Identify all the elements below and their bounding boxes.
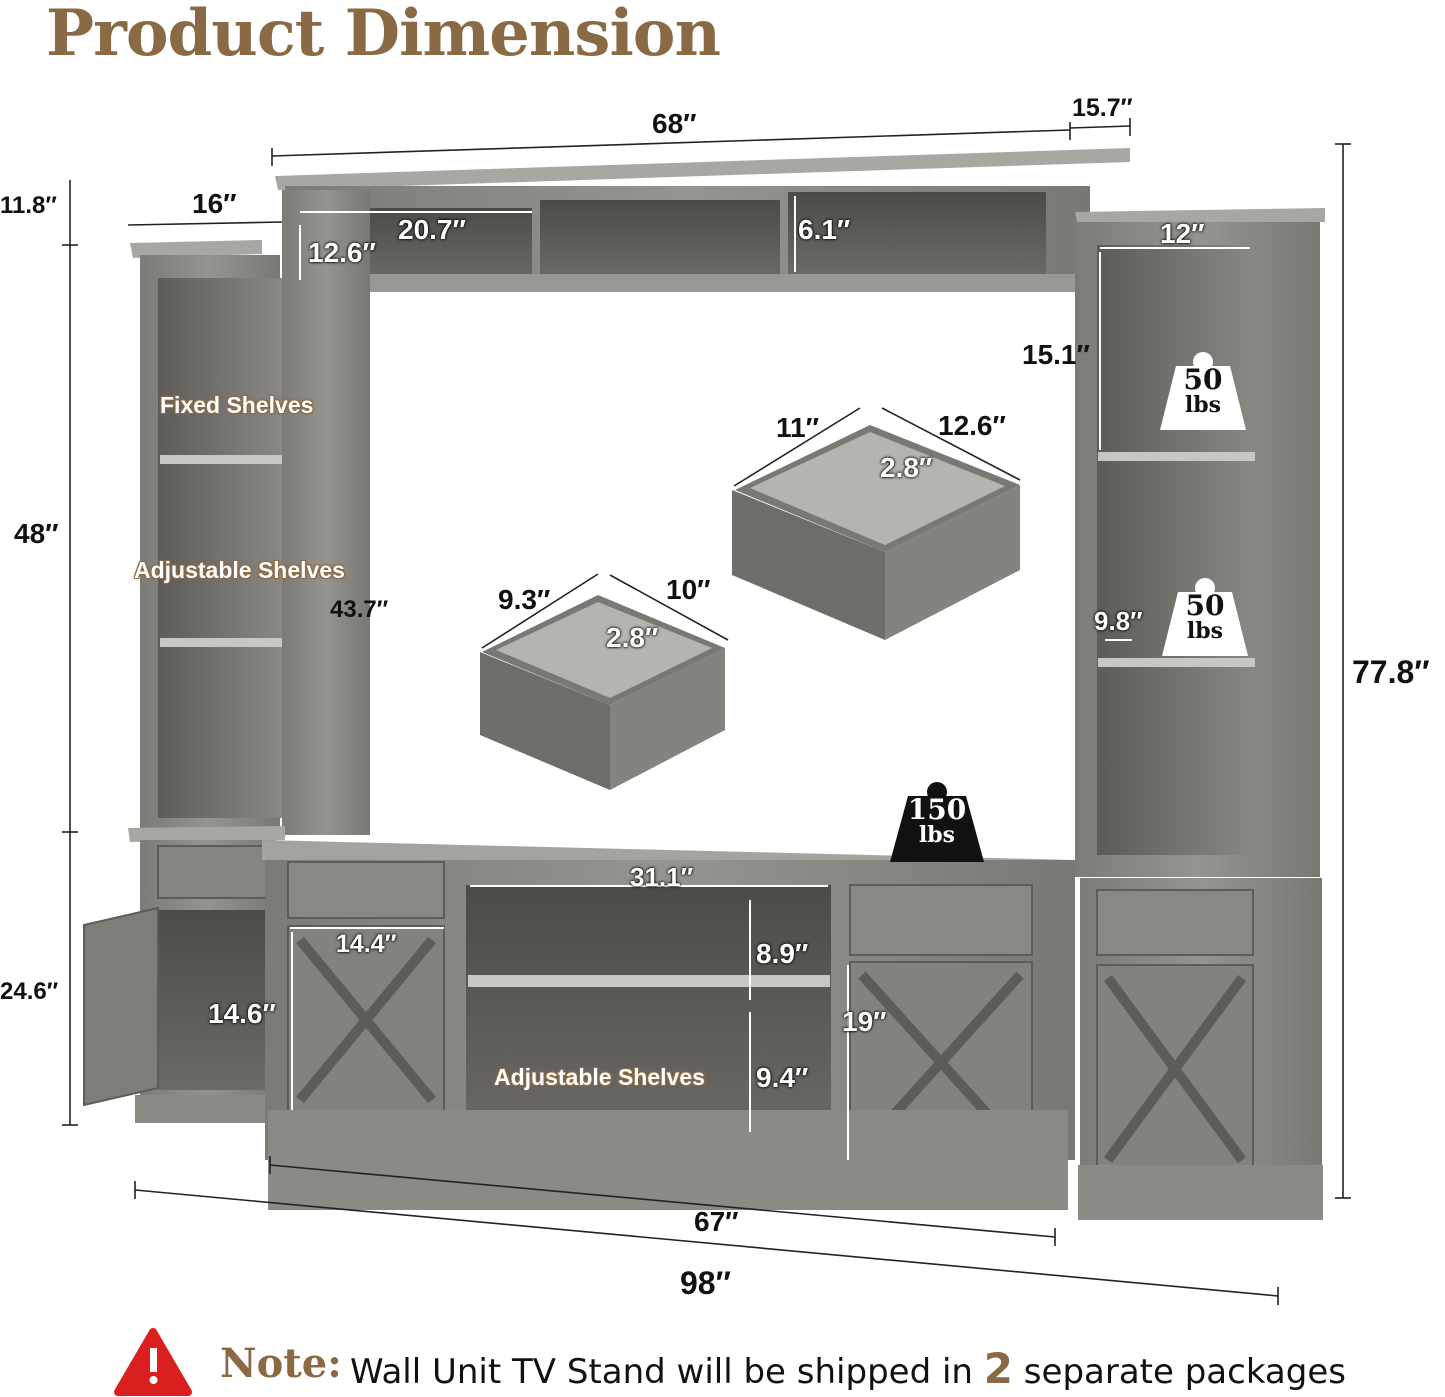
inner-dimension-lines [290, 196, 1250, 1160]
shelf-gap-label: 9.8″ [1094, 606, 1143, 636]
weight-icon: 50 lbs [1158, 352, 1248, 432]
dimension-lines [62, 118, 1351, 1305]
big-drawer-depth-label: 11″ [776, 412, 820, 443]
console-height-label: 24.6″ [0, 978, 59, 1005]
hutch-width-label: 68″ [652, 108, 697, 139]
upper-weight-value: 50 [1183, 363, 1223, 396]
note-label: Note: [220, 1340, 342, 1387]
upper-weight-unit: lbs [1184, 392, 1222, 418]
warning-icon [114, 1328, 192, 1396]
note-package-count: 2 [983, 1344, 1013, 1393]
shipping-note: Note: Wall Unit TV Stand will be shipped… [116, 1326, 1416, 1393]
tv-console [262, 840, 1075, 1210]
big-drawer-width-label: 12.6″ [938, 410, 1006, 441]
cabinet-inner-width-label: 14.4″ [336, 930, 397, 958]
small-drawer-height-label: 2.8″ [606, 622, 659, 653]
cubby-width-label: 20.7″ [398, 214, 466, 245]
tower-shelf-height-label: 15.1″ [1022, 339, 1090, 370]
tower-top-depth-label: 11.8″ [0, 192, 57, 219]
right-cabinet-height-label: 19″ [842, 1006, 887, 1037]
drawer-large [732, 425, 1020, 640]
left-tower-width-label: 16″ [192, 188, 237, 219]
total-width-label: 98″ [680, 1265, 731, 1301]
big-drawer-height-label: 2.8″ [880, 452, 933, 483]
right-tower [1075, 208, 1325, 877]
drawer-small [480, 595, 725, 790]
lower-weight-unit: lbs [1186, 618, 1224, 644]
fixed-shelves-label: Fixed Shelves [160, 392, 314, 418]
tower-inner-width-label: 12″ [1160, 218, 1205, 249]
small-drawer-depth-label: 9.3″ [498, 584, 551, 615]
small-drawer-width-label: 10″ [666, 574, 711, 605]
console-weight-value: 150 [907, 793, 967, 826]
lower-weight-value: 50 [1185, 589, 1225, 622]
adjustable-shelves-left-label: Adjustable Shelves [134, 557, 345, 583]
cubby-height-label: 12.6″ [308, 237, 376, 268]
inner-height-label: 43.7″ [330, 596, 389, 623]
center-width-label: 31.1″ [630, 862, 694, 892]
top-hutch [275, 148, 1130, 292]
weight-icon: 50 lbs [1160, 578, 1250, 658]
center-lower-height-label: 9.4″ [756, 1062, 809, 1093]
left-side-cabinet [83, 826, 285, 1123]
adjustable-shelves-center-label: Adjustable Shelves [494, 1064, 705, 1090]
tower-height-label: 48″ [14, 518, 59, 549]
note-text: Wall Unit TV Stand will be shipped in 2 … [350, 1344, 1346, 1393]
page-title: Product Dimension [46, 0, 721, 71]
cabinet-inner-height-label: 14.6″ [208, 998, 276, 1029]
note-text-after: separate packages [1013, 1352, 1346, 1392]
console-width-label: 67″ [694, 1206, 739, 1237]
weight-icon: 150 lbs [888, 782, 986, 862]
note-text-before: Wall Unit TV Stand will be shipped in [350, 1352, 984, 1392]
cubby-right-height-label: 6.1″ [798, 214, 851, 245]
center-upper-height-label: 8.9″ [756, 938, 809, 969]
hutch-depth-label: 15.7″ [1072, 94, 1133, 122]
right-side-cabinet [1078, 878, 1323, 1220]
total-height-label: 77.8″ [1352, 654, 1430, 690]
console-weight-unit: lbs [918, 822, 956, 848]
left-tower [130, 190, 370, 835]
